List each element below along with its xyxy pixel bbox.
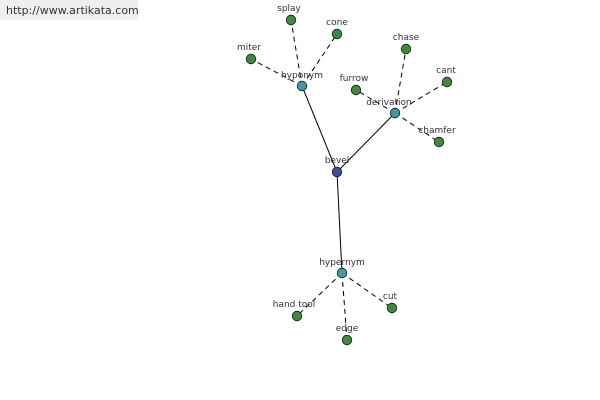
node-bevel[interactable]: bevel — [325, 156, 350, 178]
node-dot-furrow[interactable] — [350, 84, 362, 96]
edge-derivation-furrow — [355, 89, 396, 114]
edge-hyponym-miter — [250, 58, 303, 87]
node-label-cant[interactable]: cant — [436, 66, 456, 76]
node-dot-cant[interactable] — [441, 76, 453, 88]
node-dot-miter[interactable] — [245, 53, 257, 65]
node-derivation[interactable]: derivation — [366, 98, 412, 119]
node-label-hand-tool[interactable]: hand tool — [273, 300, 316, 310]
node-label-chase[interactable]: chase — [393, 33, 420, 43]
node-label-furrow[interactable]: furrow — [340, 74, 369, 84]
node-label-splay[interactable]: splay — [277, 4, 301, 14]
edges-layer — [250, 19, 448, 341]
node-dot-chase[interactable] — [400, 43, 412, 55]
node-cut[interactable]: cut — [383, 292, 398, 314]
edge-hyponym-splay — [290, 19, 303, 87]
node-dot-bevel[interactable] — [331, 166, 343, 178]
edge-derivation-cant — [394, 81, 448, 114]
node-label-derivation[interactable]: derivation — [366, 98, 412, 108]
node-splay[interactable]: splay — [277, 4, 302, 26]
node-label-bevel[interactable]: bevel — [325, 156, 350, 166]
edge-hypernym-edge — [341, 272, 348, 341]
node-dot-derivation[interactable] — [389, 107, 401, 119]
node-dot-splay[interactable] — [285, 14, 297, 26]
node-dot-hand-tool[interactable] — [291, 310, 303, 322]
node-miter[interactable]: miter — [237, 43, 261, 65]
node-label-miter[interactable]: miter — [237, 43, 261, 53]
node-label-cut[interactable]: cut — [383, 292, 398, 302]
node-dot-hyponym[interactable] — [296, 80, 308, 92]
edge-derivation-chase — [394, 48, 407, 114]
node-dot-cut[interactable] — [386, 302, 398, 314]
node-label-hyponym[interactable]: hyponym — [281, 71, 323, 81]
node-label-cone[interactable]: cone — [326, 18, 348, 28]
node-dot-chamfer[interactable] — [433, 136, 445, 148]
node-furrow[interactable]: furrow — [340, 74, 369, 96]
node-dot-edge[interactable] — [341, 334, 353, 346]
source-url[interactable]: http://www.artikata.com — [0, 0, 139, 20]
node-cant[interactable]: cant — [436, 66, 456, 88]
node-dot-cone[interactable] — [331, 28, 343, 40]
edge-hypernym-hand-tool — [296, 272, 343, 317]
node-hand-tool[interactable]: hand tool — [273, 300, 316, 322]
node-chamfer[interactable]: chamfer — [418, 126, 456, 148]
node-label-chamfer[interactable]: chamfer — [418, 126, 456, 136]
edge-hypernym-cut — [341, 272, 393, 309]
edge-bevel-hyponym — [301, 85, 338, 173]
edge-bevel-derivation — [336, 112, 396, 173]
node-hypernym[interactable]: hypernym — [319, 258, 365, 279]
node-label-edge[interactable]: edge — [336, 324, 359, 334]
nodes-layer: bevel hyponym derivation hypernym splay cone m… — [237, 4, 456, 346]
node-label-hypernym[interactable]: hypernym — [319, 258, 365, 268]
node-edge[interactable]: edge — [336, 324, 359, 346]
node-chase[interactable]: chase — [393, 33, 420, 55]
node-hyponym[interactable]: hyponym — [281, 71, 323, 92]
edge-bevel-hypernym — [336, 171, 343, 274]
edge-hyponym-cone — [301, 33, 338, 87]
node-cone[interactable]: cone — [326, 18, 348, 40]
node-dot-hypernym[interactable] — [336, 267, 348, 279]
